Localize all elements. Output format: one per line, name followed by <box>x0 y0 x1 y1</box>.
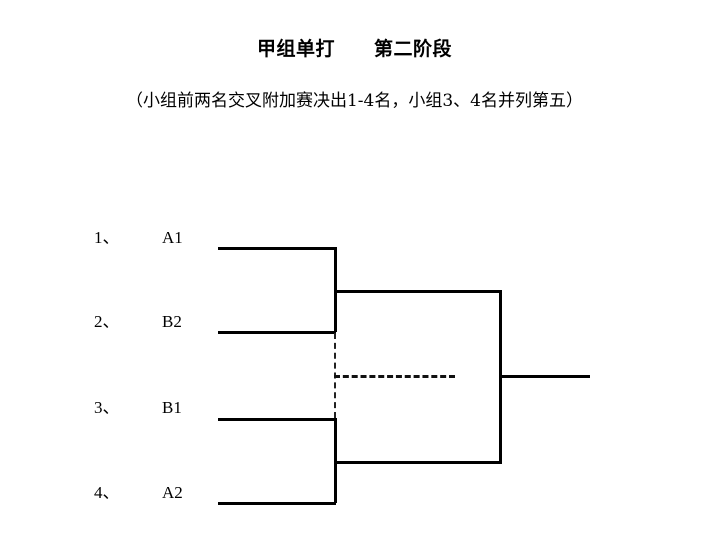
champion-output-line <box>499 375 590 378</box>
match-line-b2 <box>218 331 336 334</box>
final-line-upper <box>334 290 502 293</box>
seed-number-4: 4、 <box>94 483 120 502</box>
final-line-lower <box>334 461 502 464</box>
page-subtitle: （小组前两名交叉附加赛决出1-4名，小组3、4名并列第五） <box>125 91 583 111</box>
match-line-a2 <box>218 502 336 505</box>
seed-name-a1: A1 <box>162 228 183 247</box>
page-title: 甲组单打 第二阶段 <box>256 38 452 60</box>
seed-number-3: 3、 <box>94 398 120 417</box>
match-connector-semi-2 <box>334 418 337 503</box>
match-line-a1 <box>218 247 336 250</box>
seed-name-b2: B2 <box>162 312 182 331</box>
seed-name-b1: B1 <box>162 398 182 417</box>
seed-name-a2: A2 <box>162 483 183 502</box>
seed-number-2: 2、 <box>94 312 120 331</box>
dotted-horizontal-connector <box>334 375 455 378</box>
match-connector-semi-1 <box>334 247 337 332</box>
match-line-b1 <box>218 418 336 421</box>
seed-number-1: 1、 <box>94 228 120 247</box>
